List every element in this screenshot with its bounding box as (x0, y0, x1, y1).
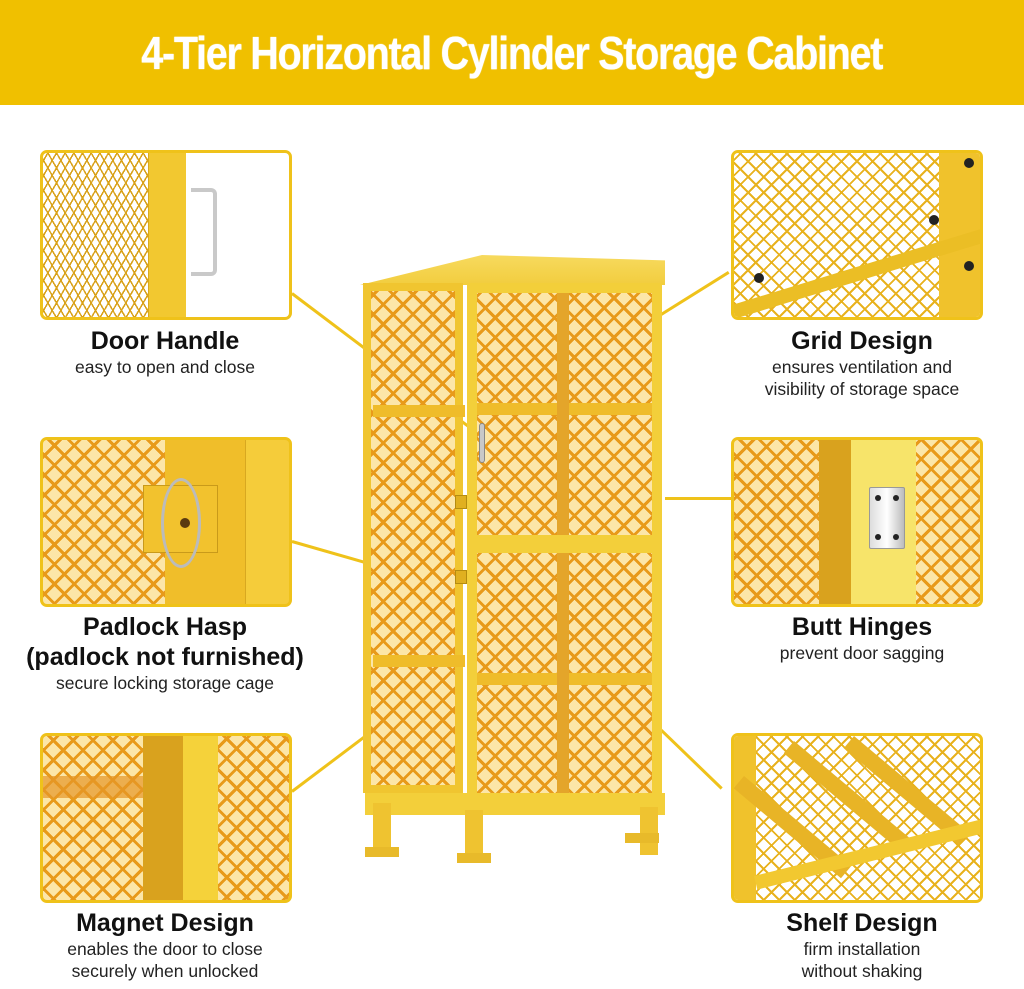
cabinet-side-panel (363, 283, 463, 793)
cabinet-lower-door (467, 543, 662, 805)
cabinet-upper-door (467, 283, 662, 545)
feature-image-door-handle (40, 150, 292, 320)
feature-description: easy to open and close (75, 357, 255, 377)
feature-title: Padlock Hasp (83, 613, 247, 641)
cabinet-leg (640, 807, 658, 855)
feature-image-magnet-design (40, 733, 292, 903)
cabinet-side-shelf (373, 405, 465, 417)
feature-title: Butt Hinges (791, 613, 933, 641)
cabinet-leg (373, 803, 391, 851)
feature-description: visibility of storage space (764, 379, 960, 399)
feature-image-grid-design (731, 150, 983, 320)
padlock-hasp-icon[interactable] (455, 495, 467, 509)
caption-padlock-hasp: Padlock Hasp (padlock not furnished) sec… (15, 612, 315, 694)
caption-door-handle: Door Handle easy to open and close (15, 326, 315, 378)
cabinet-leg (465, 810, 483, 858)
feature-description: secure locking storage cage (56, 673, 274, 693)
feature-description: without shaking (801, 961, 923, 981)
feature-description: firm installation (803, 939, 921, 959)
cabinet-foot (625, 833, 659, 843)
feature-image-butt-hinges (731, 437, 983, 607)
cabinet-side-shelf (373, 655, 465, 667)
title-banner: 4-Tier Horizontal Cylinder Storage Cabin… (0, 0, 1024, 105)
magnet-latch-icon (455, 570, 467, 584)
door-handle-icon[interactable] (479, 423, 485, 463)
feature-image-padlock-hasp (40, 437, 292, 607)
feature-title: Magnet Design (76, 909, 254, 937)
feature-subtitle: (padlock not furnished) (26, 643, 304, 671)
cabinet-product-image (355, 255, 670, 865)
feature-description: ensures ventilation and (772, 357, 952, 377)
feature-title: Shelf Design (786, 909, 938, 937)
cabinet-foot (365, 847, 399, 857)
feature-description: securely when unlocked (71, 961, 259, 981)
door-handle-icon (191, 188, 217, 276)
feature-title: Grid Design (791, 327, 933, 355)
connector-butt-hinges (665, 497, 735, 500)
page-title: 4-Tier Horizontal Cylinder Storage Cabin… (141, 26, 884, 79)
cabinet-base (365, 793, 665, 815)
cabinet-top (360, 255, 665, 285)
feature-title: Door Handle (90, 327, 240, 355)
caption-grid-design: Grid Design ensures ventilation and visi… (712, 326, 1012, 400)
cabinet-foot (457, 853, 491, 863)
caption-magnet-design: Magnet Design enables the door to close … (15, 908, 315, 982)
feature-description: enables the door to close (67, 939, 263, 959)
caption-butt-hinges: Butt Hinges prevent door sagging (712, 612, 1012, 664)
caption-shelf-design: Shelf Design firm installation without s… (712, 908, 1012, 982)
feature-image-shelf-design (731, 733, 983, 903)
feature-description: prevent door sagging (779, 643, 945, 663)
